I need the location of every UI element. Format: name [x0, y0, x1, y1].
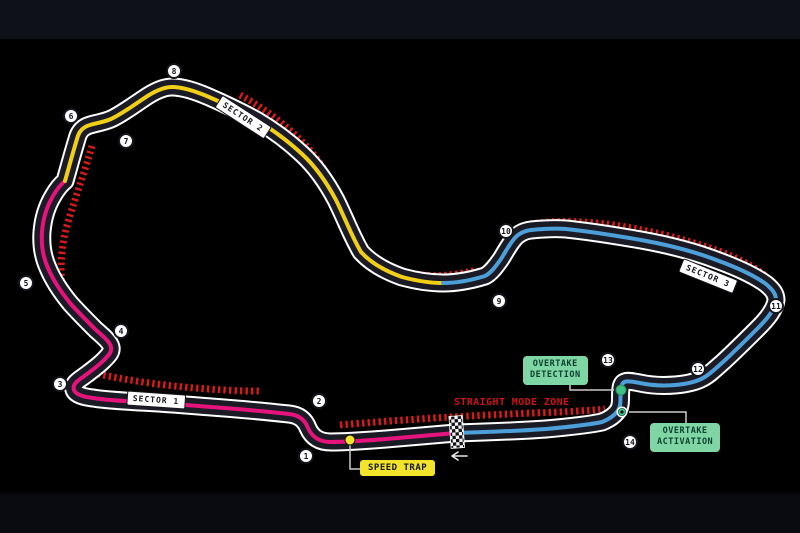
- overtake-activation-line1: OVERTAKE: [662, 426, 708, 436]
- top-letterbox-band: [0, 0, 800, 39]
- turn-badge-10: 10: [498, 223, 514, 239]
- bottom-letterbox-band: [0, 493, 800, 533]
- speed-trap-marker: [344, 434, 356, 446]
- turn-badge-14: 14: [622, 434, 638, 450]
- straight-mode-zone-label: STRAIGHT MODE ZONE: [454, 397, 570, 408]
- direction-arrow-icon: [451, 451, 468, 461]
- turn-badge-11: 11: [768, 298, 784, 314]
- road-outline: [32, 77, 786, 452]
- turn-badge-7: 7: [118, 133, 134, 149]
- turn-badge-2: 2: [311, 393, 327, 409]
- overtake-activation-label: OVERTAKE ACTIVATION: [650, 423, 721, 452]
- speed-trap-label: SPEED TRAP: [360, 460, 436, 476]
- overtake-detection-label: OVERTAKE DETECTION: [523, 356, 588, 385]
- sector2-line: [63, 85, 445, 285]
- turn-badge-3: 3: [52, 376, 68, 392]
- turn-badge-12: 12: [690, 361, 706, 377]
- turn-badge-6: 6: [63, 108, 79, 124]
- turn-badge-13: 13: [600, 352, 616, 368]
- sector1-line: [39, 179, 458, 444]
- overtake-detection-marker: [615, 384, 627, 396]
- zone-hatch-marks: [57, 91, 778, 429]
- overtake-detection-line2: DETECTION: [530, 370, 581, 381]
- turn-badge-4: 4: [113, 323, 129, 339]
- overtake-detection-line1: OVERTAKE: [532, 359, 578, 369]
- turn-badge-5: 5: [18, 275, 34, 291]
- turn-badge-1: 1: [298, 448, 314, 464]
- callout-connectors: [349, 384, 687, 470]
- turn-badge-9: 9: [491, 293, 507, 309]
- overtake-activation-marker: [616, 406, 628, 418]
- overtake-activation-line2: ACTIVATION: [657, 437, 714, 448]
- turn-badge-8: 8: [166, 63, 182, 79]
- start-finish-line: [448, 415, 466, 449]
